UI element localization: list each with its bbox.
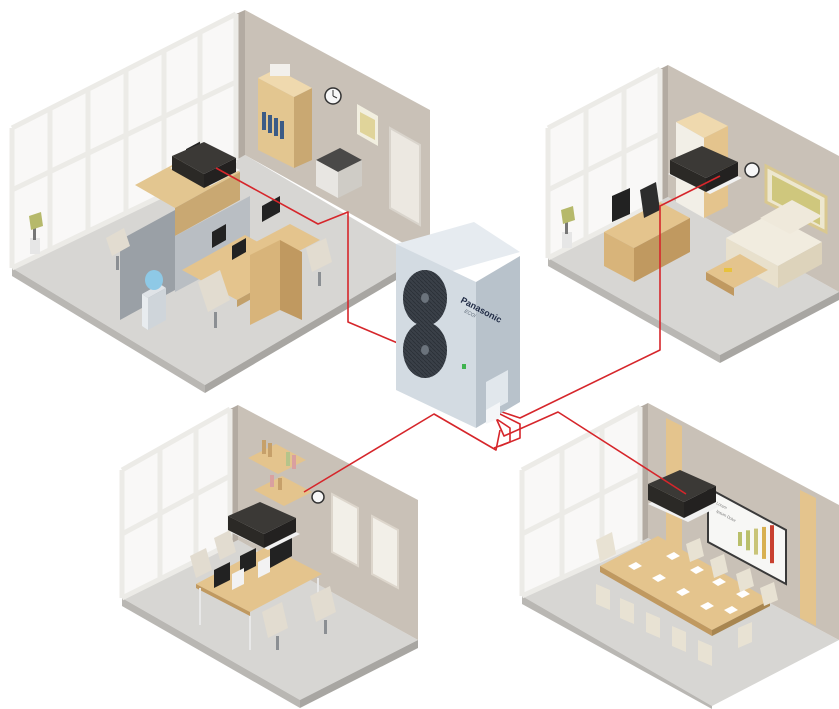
open-office-room: [12, 10, 430, 393]
board-bar: [770, 525, 774, 563]
fan-icon: [403, 322, 447, 378]
fan-icon: [403, 270, 447, 326]
water-cooler: [145, 270, 163, 290]
meeting-room: Lorem Ipsum Dolor: [522, 403, 839, 709]
board-bar: [754, 529, 758, 555]
board-bar: [746, 530, 750, 550]
status-light: [462, 364, 466, 369]
clock-icon: [312, 491, 324, 503]
board-bar: [762, 527, 766, 559]
private-office-room: [548, 65, 839, 363]
board-bar: [738, 532, 742, 546]
clock-icon: [745, 163, 759, 177]
open-office-door: [390, 128, 420, 225]
outdoor-unit: Panasonic ECOi: [396, 222, 520, 428]
